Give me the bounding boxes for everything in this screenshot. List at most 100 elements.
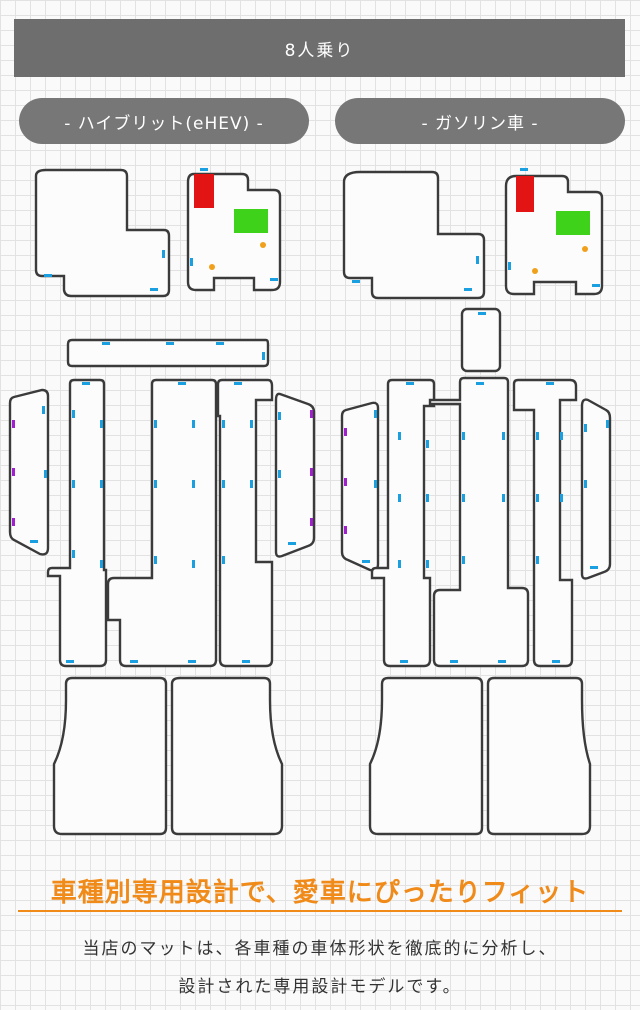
blue-clip-marker	[462, 432, 465, 440]
blue-clip-marker	[592, 284, 600, 287]
step-strip-mat	[66, 338, 270, 368]
driver-heel-pad	[194, 174, 214, 208]
blue-clip-marker	[426, 494, 429, 502]
second-row-left-runner	[46, 378, 108, 668]
blue-clip-marker	[44, 274, 52, 277]
blue-clip-marker	[362, 560, 370, 563]
third-row-left-mat	[368, 676, 484, 836]
blue-clip-marker	[462, 556, 465, 564]
purple-clip-marker	[12, 518, 15, 526]
purple-clip-marker	[310, 518, 313, 526]
hybrid-mat-set	[8, 168, 316, 836]
blue-clip-marker	[72, 480, 75, 488]
blue-clip-marker	[502, 432, 505, 440]
purple-clip-marker	[12, 420, 15, 428]
blue-clip-marker	[82, 382, 90, 385]
purple-clip-marker	[12, 468, 15, 476]
headline-underline	[18, 910, 622, 912]
third-row-right-mat	[486, 676, 592, 836]
clip-markers	[12, 168, 609, 663]
driver-heel-pad	[516, 176, 534, 212]
blue-clip-marker	[426, 560, 429, 568]
orange-dot	[532, 268, 538, 274]
passenger-green-patch	[234, 209, 268, 233]
blue-clip-marker	[150, 288, 158, 291]
blue-clip-marker	[222, 480, 225, 488]
passenger-green-patch	[556, 211, 590, 235]
blue-clip-marker	[222, 420, 225, 428]
blue-clip-marker	[154, 556, 157, 564]
second-row-left-runner	[370, 378, 436, 668]
blue-clip-marker	[352, 280, 360, 283]
blue-clip-marker	[498, 660, 506, 663]
blue-clip-marker	[278, 470, 281, 478]
console-mat	[460, 307, 502, 373]
blue-clip-marker	[44, 470, 47, 478]
blue-clip-marker	[102, 342, 110, 345]
blue-clip-marker	[406, 382, 414, 385]
blue-clip-marker	[278, 412, 281, 420]
blue-clip-marker	[154, 420, 157, 428]
description-line-2: 設計された専用設計モデルです。	[178, 977, 462, 997]
blue-clip-marker	[100, 560, 103, 568]
blue-clip-marker	[552, 660, 560, 663]
blue-clip-marker	[546, 382, 554, 385]
purple-clip-marker	[344, 478, 347, 486]
blue-clip-marker	[100, 420, 103, 428]
blue-clip-marker	[72, 550, 75, 558]
blue-clip-marker	[162, 250, 165, 258]
variant-label-hybrid: - ハイブリット(eHEV) -	[19, 98, 309, 144]
blue-clip-marker	[190, 258, 193, 266]
blue-clip-marker	[476, 256, 479, 264]
gasoline-mat-set	[340, 170, 612, 836]
blue-clip-marker	[166, 342, 174, 345]
front-left-mat	[342, 170, 486, 300]
blue-clip-marker	[192, 420, 195, 428]
blue-clip-marker	[250, 420, 253, 428]
blue-clip-marker	[508, 262, 511, 270]
orange-dot	[582, 246, 588, 252]
left-side-strip	[8, 388, 50, 556]
blue-clip-marker	[222, 556, 225, 564]
blue-clip-marker	[450, 660, 458, 663]
blue-clip-marker	[100, 480, 103, 488]
blue-clip-marker	[536, 432, 539, 440]
floor-mat-layout-diagram	[8, 168, 612, 836]
blue-clip-marker	[398, 432, 401, 440]
right-side-strip	[274, 392, 316, 558]
blue-clip-marker	[478, 312, 486, 315]
blue-clip-marker	[560, 494, 563, 502]
blue-clip-marker	[234, 382, 242, 385]
blue-clip-marker	[536, 494, 539, 502]
orange-dot	[209, 264, 215, 270]
blue-clip-marker	[502, 494, 505, 502]
blue-clip-marker	[200, 168, 208, 171]
blue-clip-marker	[66, 660, 74, 663]
blue-clip-marker	[374, 480, 377, 488]
blue-clip-marker	[398, 494, 401, 502]
blue-clip-marker	[178, 382, 186, 385]
blue-clip-marker	[400, 660, 408, 663]
right-side-strip	[580, 398, 612, 580]
blue-clip-marker	[30, 540, 38, 543]
blue-clip-marker	[192, 480, 195, 488]
left-side-strip	[340, 401, 380, 572]
blue-clip-marker	[584, 424, 587, 432]
front-left-mat	[34, 168, 171, 298]
third-row-left-mat	[52, 676, 168, 836]
blue-clip-marker	[584, 480, 587, 488]
purple-clip-marker	[310, 410, 313, 418]
blue-clip-marker	[288, 542, 296, 545]
orange-dot	[260, 242, 266, 248]
blue-clip-marker	[536, 556, 539, 564]
second-row-right-runner	[216, 378, 274, 668]
description-line-1: 当店のマットは、各車種の車体形状を徹底的に分析し、	[82, 939, 558, 959]
second-row-center-runner	[428, 376, 530, 668]
purple-clip-marker	[310, 468, 313, 476]
blue-clip-marker	[560, 432, 563, 440]
page-title: 8人乗り	[14, 19, 625, 77]
headline: 車種別専用設計で、愛車にぴったりフィット	[50, 878, 590, 908]
blue-clip-marker	[72, 410, 75, 418]
second-row-right-runner	[512, 378, 578, 668]
blue-clip-marker	[242, 660, 250, 663]
